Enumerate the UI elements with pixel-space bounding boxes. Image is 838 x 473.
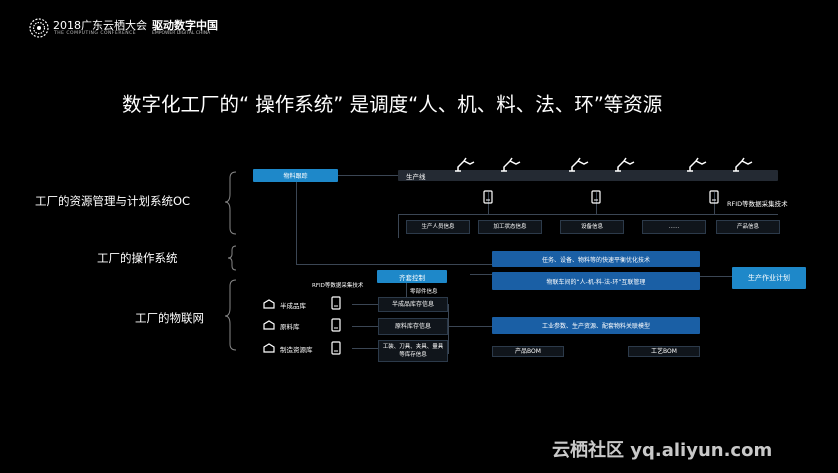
info-box-ellipsis: …… [642,220,706,234]
rfid-device-icon [331,341,341,355]
connector-line [296,182,297,265]
warehouse-label-resource: 制造资源库 [280,346,313,354]
rfid-device-icon [331,296,341,310]
kitting-control-box: 齐套控制 [377,270,447,283]
rfid-device-icon [331,318,341,332]
robot-arm-icon [455,157,475,172]
robot-arm-icon [687,157,707,172]
connector-line [352,326,378,327]
slide-headline: 数字化工厂的“ 操作系统” 是调度“人、机、料、法、环”等资源 [122,93,663,116]
conference-title: 2018广东云栖大会 [53,19,147,32]
slogan-subtitle: EMPOWER DIGITAL CHINA [152,31,211,36]
connector-line [448,326,492,327]
product-bom-box: 产品BOM [492,346,564,357]
production-line-bar: 生产线 [398,170,778,181]
connector-line [700,276,732,277]
rfid-label-middle: RFID等数据采集技术 [312,283,364,289]
association-model-box: 工业参数、生产资源、配套物料关联模型 [492,317,700,334]
label-oc: 工厂的资源管理与计划系统OC [35,194,191,208]
info-box-process-status: 加工状态信息 [478,220,542,234]
stock-box-tooling: 工装、刀具、夹具、量具等库存信息 [378,340,448,362]
rfid-device-icon [483,190,493,204]
label-os: 工厂的操作系统 [97,251,178,265]
info-box-product: 产品信息 [716,220,780,234]
connector-line [448,304,449,354]
info-box-personnel: 生产人员信息 [406,220,470,234]
info-box-equipment: 设备信息 [560,220,624,234]
connector-line [398,214,399,238]
warehouse-icon [263,299,275,309]
stock-box-raw: 原料库存信息 [378,318,448,335]
watermark: 云栖社区 yq.aliyun.com [552,440,773,461]
production-plan-box: 生产作业计划 [732,267,806,289]
rfid-device-icon [591,190,601,204]
warehouse-label-semi: 半成品库 [280,302,306,310]
warehouse-label-raw: 原料库 [280,323,300,331]
rfid-label-top: RFID等数据采集技术 [727,200,788,208]
connector-line [406,283,407,297]
material-tracking-box: 物料跟踪 [253,169,338,182]
connector-line [352,348,378,349]
rfid-device-icon [709,190,719,204]
parts-info-label: 零部件信息 [410,289,438,295]
label-iot: 工厂的物联网 [135,311,204,325]
task-optimization-box: 任务、设备、物料等的快速平衡优化技术 [492,251,700,267]
interconnect-management-box: 物联车间的“人-机-料-法-环”互联管理 [492,272,700,290]
warehouse-icon [263,343,275,353]
robot-arm-icon [615,157,635,172]
process-bom-box: 工艺BOM [628,346,700,357]
connector-line [296,264,492,265]
globe-logo-icon [29,18,49,38]
bracket-braces [224,171,237,351]
conference-subtitle: THE COMPUTING CONFERENCE [54,31,137,36]
slogan-title: 驱动数字中国 [152,19,218,32]
connector-line [352,304,378,305]
connector-line [398,214,778,215]
production-line-label: 生产线 [406,172,426,181]
stock-box-semi: 半成品库存信息 [378,297,448,312]
warehouse-icon [263,320,275,330]
connector-line [470,274,492,275]
robot-arm-icon [569,157,589,172]
robot-arm-icon [501,157,521,172]
robot-arm-icon [733,157,753,172]
conference-logo [28,17,50,39]
